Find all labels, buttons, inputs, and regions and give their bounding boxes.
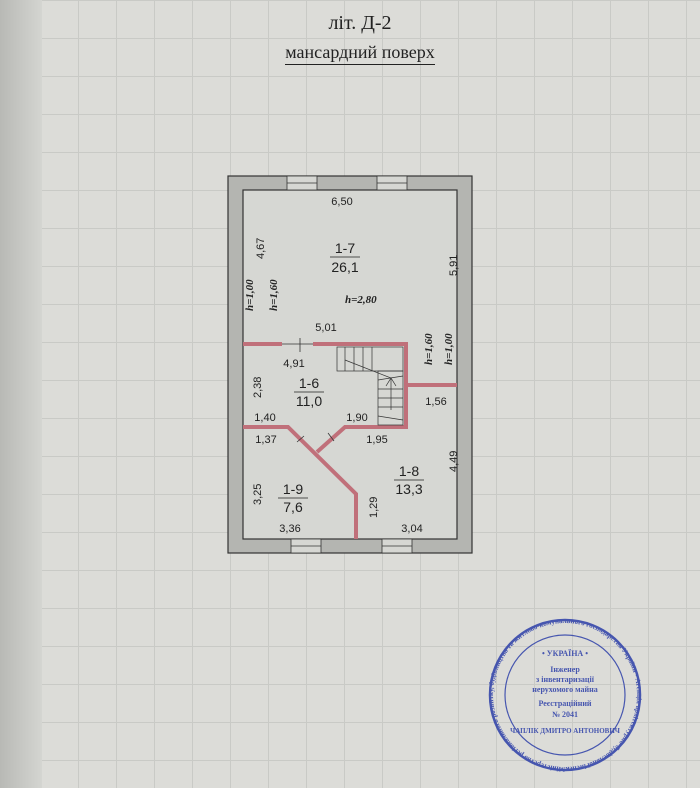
- dimension: 1,56: [425, 396, 446, 408]
- stamp-text: Реєстраційний: [538, 699, 591, 708]
- room-id: 1-8: [399, 463, 419, 479]
- stamp-text: нерухомого майна: [532, 685, 597, 694]
- staircase: [336, 346, 404, 426]
- windows: [286, 175, 413, 554]
- height-label: h=1,60: [268, 279, 280, 311]
- height-labels: h=1,00 h=1,60 h=2,80 h=1,60 h=1,00: [244, 279, 455, 365]
- partitions: [243, 342, 457, 539]
- doors: [282, 338, 335, 443]
- outer-walls: [227, 175, 473, 554]
- dimension: 1,40: [254, 412, 275, 424]
- stamp-text: • УКРАЇНА •: [542, 649, 588, 658]
- dimension: 5,91: [448, 255, 460, 276]
- stamp-text: № 2041: [552, 710, 578, 719]
- document-subtitle: мансардний поверх: [10, 42, 700, 65]
- dimension: 2,38: [252, 377, 264, 398]
- document-title: літ. Д-2: [328, 12, 392, 34]
- room-labels: 1-7 26,1 1-6 11,0 1-8 13,3 1-9 7,6: [278, 240, 424, 515]
- dimension: 3,04: [401, 523, 422, 535]
- dimension: 6,50: [331, 196, 352, 208]
- room-area: 13,3: [395, 481, 422, 497]
- dimension: 5,01: [315, 322, 336, 334]
- height-label: h=2,80: [345, 294, 377, 306]
- stamp-text: Інженер: [550, 665, 580, 674]
- room-id: 1-9: [283, 481, 303, 497]
- dimension: 4,49: [448, 451, 460, 472]
- dimension: 1,90: [346, 412, 367, 424]
- dimension: 3,25: [252, 484, 264, 505]
- page-edge: [0, 0, 42, 788]
- dimension: 4,91: [283, 358, 304, 370]
- stamp-name: ЧАПЛІК ДМИТРО АНТОНОВИЧ: [510, 727, 621, 735]
- room-area: 7,6: [283, 499, 303, 515]
- dimension: 1,95: [366, 434, 387, 446]
- height-label: h=1,60: [423, 333, 435, 365]
- dimension: 1,37: [255, 434, 276, 446]
- height-label: h=1,00: [443, 333, 455, 365]
- room-id: 1-6: [299, 375, 319, 391]
- dimension: 3,36: [279, 523, 300, 535]
- dimension: 1,29: [368, 497, 380, 518]
- room-id: 1-7: [335, 240, 355, 256]
- room-area: 26,1: [331, 259, 358, 275]
- subtitle-text: мансардний поверх: [285, 42, 435, 65]
- height-label: h=1,00: [244, 279, 256, 311]
- dimension: 4,67: [255, 238, 267, 259]
- dimension-labels: 6,50 4,67 5,91 5,01 4,91 2,38 1,40 1,90 …: [252, 196, 460, 535]
- room-area: 11,0: [296, 393, 322, 409]
- stamp-text: з інвентаризації: [536, 675, 595, 684]
